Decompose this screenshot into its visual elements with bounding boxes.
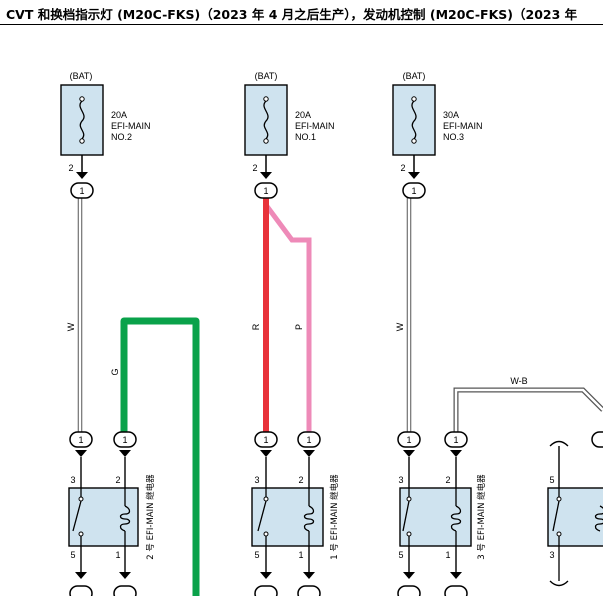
connector-number: 1 xyxy=(122,435,127,445)
relay-pin: 5 xyxy=(70,550,75,560)
fuse-rating: 30A xyxy=(443,110,459,120)
fuse-name-no: NO.3 xyxy=(443,132,464,142)
fuse-rating: 20A xyxy=(295,110,311,120)
relay-pin: 1 xyxy=(298,550,303,560)
fuse-efi-main-no2: (BAT) 20A EFI-MAIN NO.2 2 1 xyxy=(60,71,151,199)
relay-pin: 2 xyxy=(298,475,303,485)
fuse-source-label: (BAT) xyxy=(70,71,93,81)
wire-label-wb: W-B xyxy=(510,376,527,386)
fuse-name: EFI-MAIN xyxy=(295,121,335,131)
wire-wb xyxy=(453,387,603,433)
wire-label-g: G xyxy=(110,368,120,375)
fuse-source-label: (BAT) xyxy=(403,71,426,81)
relay-efi-main-no2: 1 1 3 2 5 1 2 号 EFI-MAIN 继电器 xyxy=(68,431,156,596)
connector-number: 1 xyxy=(306,435,311,445)
fuse-pin-number: 2 xyxy=(400,163,405,173)
fuse-name-no: NO.1 xyxy=(295,132,316,142)
title-divider xyxy=(0,24,603,25)
relay-pin: 3 xyxy=(549,550,554,560)
wire-label-w-left: W xyxy=(66,322,76,331)
fuse-rating: 20A xyxy=(111,110,127,120)
connector-number: 1 xyxy=(263,435,268,445)
relay-name: 2 号 EFI-MAIN 继电器 xyxy=(145,474,156,560)
connector-number: 1 xyxy=(411,186,416,196)
connector-number: 1 xyxy=(79,186,84,196)
wire-g xyxy=(120,317,200,596)
relay-partial-right: 5 3 xyxy=(547,431,603,587)
relay-pin: 3 xyxy=(398,475,403,485)
relay-pin: 5 xyxy=(398,550,403,560)
connector-number: 1 xyxy=(263,186,268,196)
relay-name: 1 号 EFI-MAIN 继电器 xyxy=(329,474,340,560)
relay-pin: 1 xyxy=(115,550,120,560)
relay-pin: 2 xyxy=(445,475,450,485)
relay-pin: 3 xyxy=(254,475,259,485)
page-title: CVT 和换档指示灯 (M20C-FKS)（2023 年 4 月之后生产），发动… xyxy=(6,7,578,22)
relay-pin: 1 xyxy=(445,550,450,560)
fuse-pin-number: 2 xyxy=(252,163,257,173)
relay-name: 3 号 EFI-MAIN 继电器 xyxy=(476,474,487,560)
relay-pin: 3 xyxy=(70,475,75,485)
fuse-name-no: NO.2 xyxy=(111,132,132,142)
wire-label-w-right: W xyxy=(395,322,405,331)
connector-number: 1 xyxy=(406,435,411,445)
wire-label-p: P xyxy=(294,324,304,330)
wire-label-r: R xyxy=(251,323,261,330)
fuse-source-label: (BAT) xyxy=(255,71,278,81)
relay-pin: 2 xyxy=(115,475,120,485)
fuse-pin-number: 2 xyxy=(68,163,73,173)
connector-number: 1 xyxy=(78,435,83,445)
fuse-efi-main-no3: (BAT) 30A EFI-MAIN NO.3 2 1 xyxy=(392,71,483,199)
connector-number: 1 xyxy=(453,435,458,445)
relay-pin: 5 xyxy=(549,475,554,485)
relay-efi-main-no3: 1 1 3 2 5 1 3 号 EFI-MAIN 继电器 xyxy=(397,431,487,596)
fuse-name: EFI-MAIN xyxy=(111,121,151,131)
fuse-name: EFI-MAIN xyxy=(443,121,483,131)
wire-p xyxy=(263,203,312,433)
fuse-efi-main-no1: (BAT) 20A EFI-MAIN NO.1 2 1 xyxy=(244,71,335,199)
relay-pin: 5 xyxy=(254,550,259,560)
relay-efi-main-no1: 1 1 3 2 5 1 1 号 EFI-MAIN 继电器 xyxy=(251,431,340,596)
